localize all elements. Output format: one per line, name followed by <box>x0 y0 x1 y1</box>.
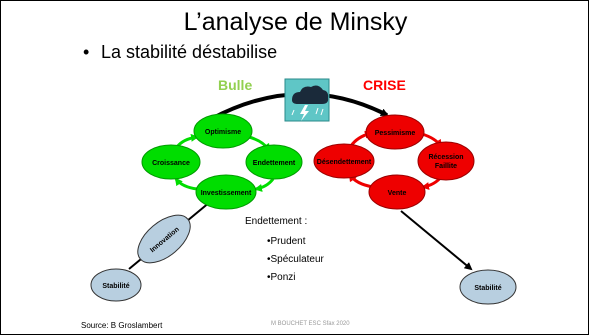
end-stability-label: Stabilité <box>474 285 501 292</box>
optimisme-label: Optimisme <box>205 129 241 136</box>
start-stability-label: Stabilité <box>102 283 129 290</box>
vente-label: Vente <box>388 190 407 197</box>
sale-to-stability-arrow <box>400 210 473 271</box>
bulle-label: Bulle <box>218 77 252 93</box>
debt-item-prudent: •Prudent <box>267 236 306 247</box>
crisis-node-pessimisme: Pessimisme <box>365 114 425 150</box>
debt-heading: Endettement : <box>245 216 308 227</box>
bubble-node-optimisme: Optimisme <box>193 113 253 149</box>
recession-label-line2: Faillite <box>435 163 457 170</box>
bubble-node-croissance: Croissance <box>141 144 201 180</box>
endettement-label: Endettement <box>253 160 296 167</box>
bubble-node-investissement: Investissement <box>195 174 257 210</box>
storm-cloud-icon <box>284 78 330 122</box>
crisis-node-vente: Vente <box>368 174 426 210</box>
start-stability-node: Stabilité <box>90 268 142 302</box>
investissement-label: Investissement <box>201 190 252 197</box>
bullet-text: La stabilité déstabilise <box>101 42 278 62</box>
crisis-node-desendettement: Désendettement <box>313 143 375 179</box>
crisis-node-recession: Récession Faillite <box>417 141 475 181</box>
slide-title: L’analyse de Minsky <box>183 8 408 36</box>
crise-label: CRISE <box>363 77 406 93</box>
innovation-node: Innovation <box>137 214 191 264</box>
croissance-label: Croissance <box>152 160 190 167</box>
end-stability-node: Stabilité <box>459 269 517 305</box>
footer-note: M BOUCHET ESC Sfax 2020 <box>271 321 350 327</box>
desendettement-label: Désendettement <box>317 159 372 166</box>
bullet-dot: • <box>83 42 90 62</box>
recession-label-line1: Récession <box>428 154 463 161</box>
source-note: Source: B Groslambert <box>81 321 163 330</box>
bubble-node-endettement: Endettement <box>245 144 303 180</box>
debt-item-ponzi: •Ponzi <box>267 272 296 283</box>
pessimisme-label: Pessimisme <box>375 130 416 137</box>
bullet-point: • La stabilité déstabilise <box>83 42 277 63</box>
debt-item-speculateur: •Spéculateur <box>267 254 324 265</box>
